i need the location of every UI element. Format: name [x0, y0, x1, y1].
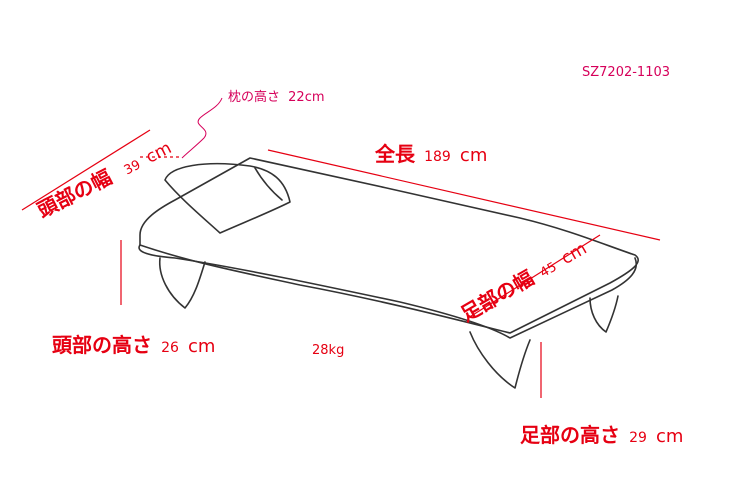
bed-sketch: [138, 157, 639, 389]
right-front-leg: [469, 331, 531, 389]
head-width-line: [21, 129, 151, 211]
right-back-leg: [589, 295, 619, 333]
foot-height-value: 29: [629, 430, 647, 446]
mattress-top: [139, 157, 639, 334]
total-length-label: 全長 189 cm: [374, 142, 487, 166]
total-length-unit: cm: [460, 145, 487, 166]
total-length-value: 189: [424, 149, 451, 165]
head-width-value: 39: [122, 158, 144, 179]
foot-height-title: 足部の高さ: [520, 423, 620, 447]
model-code: SZ7202-1103: [582, 65, 670, 80]
foot-width-unit: cm: [558, 239, 590, 269]
weight-label: 28kg: [312, 343, 344, 358]
head-height-value: 26: [161, 340, 179, 356]
mattress-edge: [138, 244, 637, 339]
foot-width-value: 45: [538, 260, 560, 281]
foot-width-label: 足部の幅 45 cm: [457, 235, 591, 326]
foot-width-title: 足部の幅: [457, 266, 538, 327]
pillow-fold: [254, 167, 283, 201]
pillow-leader: [181, 97, 223, 159]
total-length-title: 全長: [374, 142, 416, 166]
foot-width-line: [467, 234, 601, 319]
pillow-height-value: 22cm: [288, 90, 324, 105]
total-length-line: [267, 149, 661, 241]
head-width-label: 頭部の幅 39 cm: [33, 134, 175, 222]
pillow-height-label: 枕の高さ 22cm: [228, 89, 325, 105]
head-height-unit: cm: [188, 336, 215, 357]
head-width-unit: cm: [143, 138, 175, 168]
foot-height-label: 足部の高さ 29 cm: [520, 423, 683, 447]
head-width-title: 頭部の幅: [33, 165, 115, 223]
pillow-height-title: 枕の高さ: [228, 89, 280, 105]
dimension-lines: [21, 129, 661, 398]
left-leg: [159, 257, 206, 309]
foot-height-unit: cm: [656, 426, 683, 447]
pillow: [164, 162, 291, 234]
head-height-label: 頭部の高さ 26 cm: [52, 333, 215, 357]
head-height-title: 頭部の高さ: [52, 333, 152, 357]
